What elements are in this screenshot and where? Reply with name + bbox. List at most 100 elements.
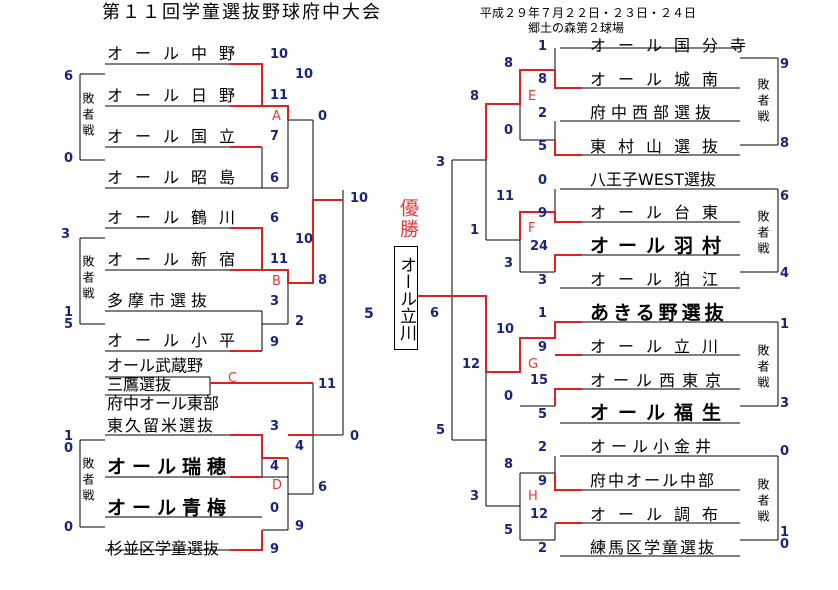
team-name: オール日野 [107, 86, 248, 105]
team-name: オール立川 [590, 337, 731, 356]
score: 8 [504, 457, 514, 472]
team-name: 府中オール中部 [590, 471, 717, 490]
block-label: C [228, 371, 238, 386]
block-label: H [528, 489, 538, 504]
score: 9 [270, 335, 280, 350]
team-name: オール西東京 [590, 371, 729, 390]
team-name: オール狛江 [590, 270, 731, 289]
score: 11 [270, 252, 289, 267]
champion-label: 優勝 [397, 198, 419, 240]
team-name: オール羽村 [590, 235, 731, 257]
score: 8 [318, 273, 328, 288]
team-name: 東久留米選抜 [107, 416, 216, 435]
team-name: オール国分寺 [590, 36, 759, 55]
score: 10 [350, 191, 369, 206]
team-name: 府中オール東部 [107, 394, 220, 413]
score: 1 [470, 223, 480, 238]
score: 10 [496, 322, 515, 337]
team-name: 多摩市選抜 [107, 291, 213, 310]
score: 0 [64, 441, 74, 456]
score: 2 [538, 541, 548, 556]
score: 9 [295, 519, 305, 534]
score: 0 [538, 173, 548, 188]
score: 2 [538, 106, 548, 121]
score: 0 [350, 429, 360, 444]
score: 1 [64, 305, 74, 320]
team-name: オール城南 [590, 70, 731, 89]
score: 7 [270, 129, 280, 144]
block-label: E [528, 89, 537, 104]
team-name: オール瑞穂 [107, 456, 233, 478]
score: 8 [504, 56, 514, 71]
block-label: G [528, 357, 539, 372]
score: 0 [504, 389, 514, 404]
score: 4 [270, 459, 280, 474]
score: 3 [436, 155, 446, 170]
score: 10 [295, 232, 314, 247]
score: 10 [295, 67, 314, 82]
consolation-label: 敗者戦 [81, 255, 95, 303]
score: 0 [780, 444, 790, 459]
score: 6 [270, 211, 280, 226]
score: 2 [295, 314, 305, 329]
consolation-label: 敗者戦 [81, 92, 95, 140]
score: 9 [538, 206, 548, 221]
team-name: オール武蔵野 [107, 356, 204, 375]
score: 9 [538, 340, 548, 355]
score: 4 [780, 266, 790, 281]
score: 6 [318, 480, 328, 495]
score: 8 [780, 136, 790, 151]
score: 3 [270, 419, 280, 434]
team-name: オール台東 [590, 203, 731, 222]
score: 5 [538, 407, 548, 422]
score: 3 [470, 489, 480, 504]
block-label: F [528, 221, 536, 236]
consolation-label: 敗者戦 [81, 457, 95, 505]
score: 6 [780, 189, 790, 204]
score: 8 [538, 72, 548, 87]
score: 0 [64, 520, 74, 535]
score: 8 [470, 89, 480, 104]
score: 3 [504, 256, 514, 271]
score: 12 [530, 507, 549, 522]
consolation-label: 敗者戦 [756, 344, 770, 392]
score: 1 [538, 39, 548, 54]
block-label: B [272, 274, 281, 289]
team-name: 府中西部選抜 [590, 103, 717, 122]
team-name: オール青梅 [107, 497, 233, 519]
score: 3 [780, 396, 790, 411]
score: 0 [270, 501, 280, 516]
score: 3 [270, 294, 280, 309]
team-name: オール小金井 [590, 437, 717, 456]
score: 11 [496, 189, 515, 204]
team-name: 三鷹選抜 [107, 375, 172, 394]
team-name: オール昭島 [107, 168, 248, 187]
score: 3 [538, 273, 548, 288]
score: 4 [295, 439, 305, 454]
score: 9 [538, 474, 548, 489]
score: 5 [504, 523, 514, 538]
team-name: オール鶴川 [107, 208, 248, 227]
tournament-venue: 郷土の森第２球場 [528, 21, 625, 35]
score: 5 [436, 423, 446, 438]
team-name: あきる野選抜 [590, 302, 728, 324]
team-name: オール調布 [590, 505, 731, 524]
score: 24 [530, 239, 549, 254]
team-name: オール中野 [107, 44, 248, 63]
score: 1 [780, 317, 790, 332]
score: 9 [270, 542, 280, 557]
score: 9 [780, 57, 790, 72]
score: 2 [538, 440, 548, 455]
score: 12 [462, 357, 481, 372]
block-label: D [272, 478, 283, 493]
score: 6 [270, 171, 280, 186]
score: 11 [318, 377, 337, 392]
champion-team: オール立川 [394, 246, 418, 350]
score: 0 [504, 123, 514, 138]
consolation-label: 敗者戦 [756, 478, 770, 526]
score: 15 [530, 373, 549, 388]
score: 1 [538, 306, 548, 321]
score: 6 [64, 69, 74, 84]
consolation-label: 敗者戦 [756, 210, 770, 258]
